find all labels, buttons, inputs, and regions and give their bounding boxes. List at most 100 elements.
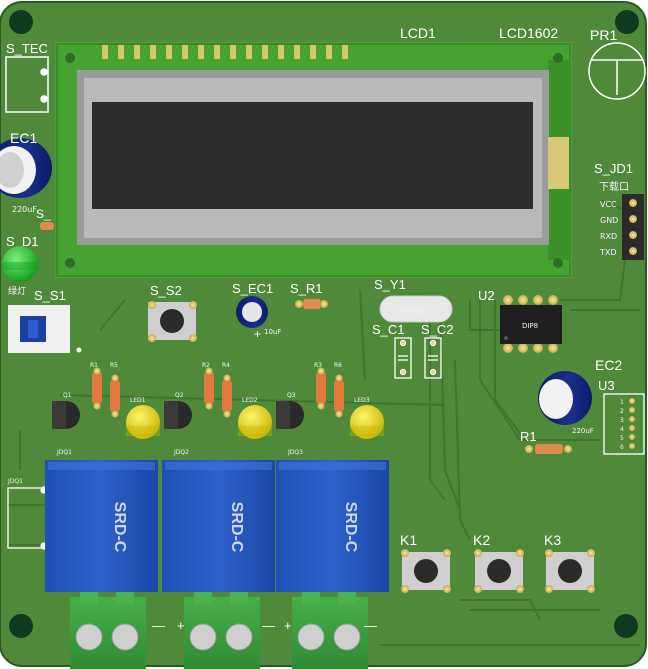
relay-ref-1: JDQ1: [56, 449, 72, 456]
tact-switch-s2: [148, 301, 197, 342]
capacitors-c1-c2: [394, 337, 442, 379]
relay-part-2: SRD-C: [228, 502, 245, 553]
terminal-mark-5: —: [364, 618, 377, 633]
ec1-value: 220uF: [12, 205, 37, 214]
s-small-label: S_: [36, 207, 51, 221]
resistor-label-b-1: R5: [110, 362, 118, 369]
u3-pin-3: 3: [620, 417, 624, 424]
u3-pin-1: 1: [620, 399, 624, 406]
potentiometer-pr1: [588, 42, 646, 100]
electrolytic-cap-ec2: [538, 371, 592, 425]
led-label-3: LED3: [354, 397, 370, 404]
left-connector-label: JDQ1: [7, 478, 23, 485]
sec1-value: 10uF: [264, 328, 281, 336]
s2-label: S_S2: [150, 283, 182, 298]
sec1-label: S_EC1: [232, 281, 273, 296]
transistor-label-3: Q3: [287, 392, 296, 399]
key-label-3: K3: [544, 532, 561, 548]
jd1-pin-txd: TXD: [599, 248, 617, 257]
c1-label: S_C1: [372, 322, 405, 337]
slide-switch-s1: [8, 305, 82, 353]
resistor-sr1: [295, 299, 328, 309]
key-button-1: K1: [400, 532, 451, 593]
resistor-r1: [525, 444, 572, 454]
resistor-label-a-2: R2: [202, 362, 210, 369]
key-label-1: K1: [400, 532, 417, 548]
lcd-module: [55, 42, 572, 278]
electrolytic-cap-sec1: +: [236, 296, 268, 341]
u3-pin-6: 6: [620, 444, 624, 451]
resistor-label-b-3: R6: [334, 362, 342, 369]
relay-part-3: SRD-C: [342, 502, 359, 553]
electrolytic-cap-ec1: [0, 138, 52, 198]
key-button-2: K2: [473, 532, 524, 593]
terminal-mark-1: —: [152, 618, 165, 633]
ic-u2-dip8: DIP8: [500, 295, 562, 353]
terminal-mark-3: —: [262, 618, 275, 633]
c2-label: S_C2: [421, 322, 454, 337]
tec-label: S_TEC: [6, 41, 48, 56]
s1-label: S_S1: [34, 288, 66, 303]
pr1-label: PR1: [590, 27, 617, 43]
y1-label: S_Y1: [374, 277, 406, 292]
transistor-label-1: Q1: [63, 392, 72, 399]
terminal-block-2: [184, 592, 260, 669]
terminal-mark-2: +: [177, 618, 185, 633]
terminal-block-1: [70, 592, 146, 669]
u3-label: U3: [598, 378, 615, 393]
d1-label: S_D1: [6, 234, 39, 249]
key-buttons: K1 K2 K3: [400, 532, 595, 593]
u3-pin-2: 2: [620, 408, 624, 415]
sr1-label: S_R1: [290, 281, 323, 296]
u3-pin-5: 5: [620, 435, 624, 442]
svg-text:+: +: [254, 327, 261, 341]
mounting-holes: [9, 10, 639, 638]
r1-label: R1: [520, 429, 537, 444]
resistor-left-small: [40, 222, 54, 230]
u2-part: DIP8: [522, 322, 538, 330]
key-button-3: K3: [544, 532, 595, 593]
copper-traces: [8, 199, 640, 646]
u2-label: U2: [478, 288, 495, 303]
download-header: [622, 194, 644, 260]
resistor-label-a-1: R1: [90, 362, 98, 369]
jd1-pin-gnd: GND: [600, 216, 618, 225]
led-green-d1: [2, 246, 38, 282]
relay-ref-2: JDQ2: [173, 449, 189, 456]
lcd-ref-label: LCD1: [400, 25, 436, 41]
tec-connector: [5, 56, 49, 113]
module-u3: 1 2 3 4 5 6: [603, 393, 645, 455]
jd1-pin-rxd: RXD: [600, 232, 617, 241]
led-label-2: LED2: [242, 397, 258, 404]
relay-ref-3: JDQ3: [287, 449, 303, 456]
u3-pin-4: 4: [620, 426, 624, 433]
jd1-label: S_JD1: [594, 161, 633, 176]
ec2-value: 220uF: [572, 427, 594, 435]
y1-part: HC49S: [400, 307, 424, 315]
d1-note: 绿灯: [8, 285, 26, 297]
terminal-mark-4: +: [284, 618, 292, 633]
lcd-part-label: LCD1602: [499, 25, 558, 41]
jd1-pin-labels: VCC GND RXD TXD: [599, 200, 618, 257]
resistor-label-a-3: R3: [314, 362, 322, 369]
ec1-label: EC1: [10, 130, 37, 146]
resistor-label-b-2: R4: [222, 362, 230, 369]
crystal-y1: HC49S: [379, 295, 453, 323]
ec2-label: EC2: [595, 357, 622, 373]
led-label-1: LED1: [130, 397, 146, 404]
jd1-sublabel: 下载口: [599, 181, 629, 193]
key-label-2: K2: [473, 532, 490, 548]
terminal-blocks: [70, 592, 368, 669]
jd1-pin-vcc: VCC: [600, 200, 617, 209]
relay-part-1: SRD-C: [111, 502, 128, 553]
transistor-label-2: Q2: [175, 392, 184, 399]
